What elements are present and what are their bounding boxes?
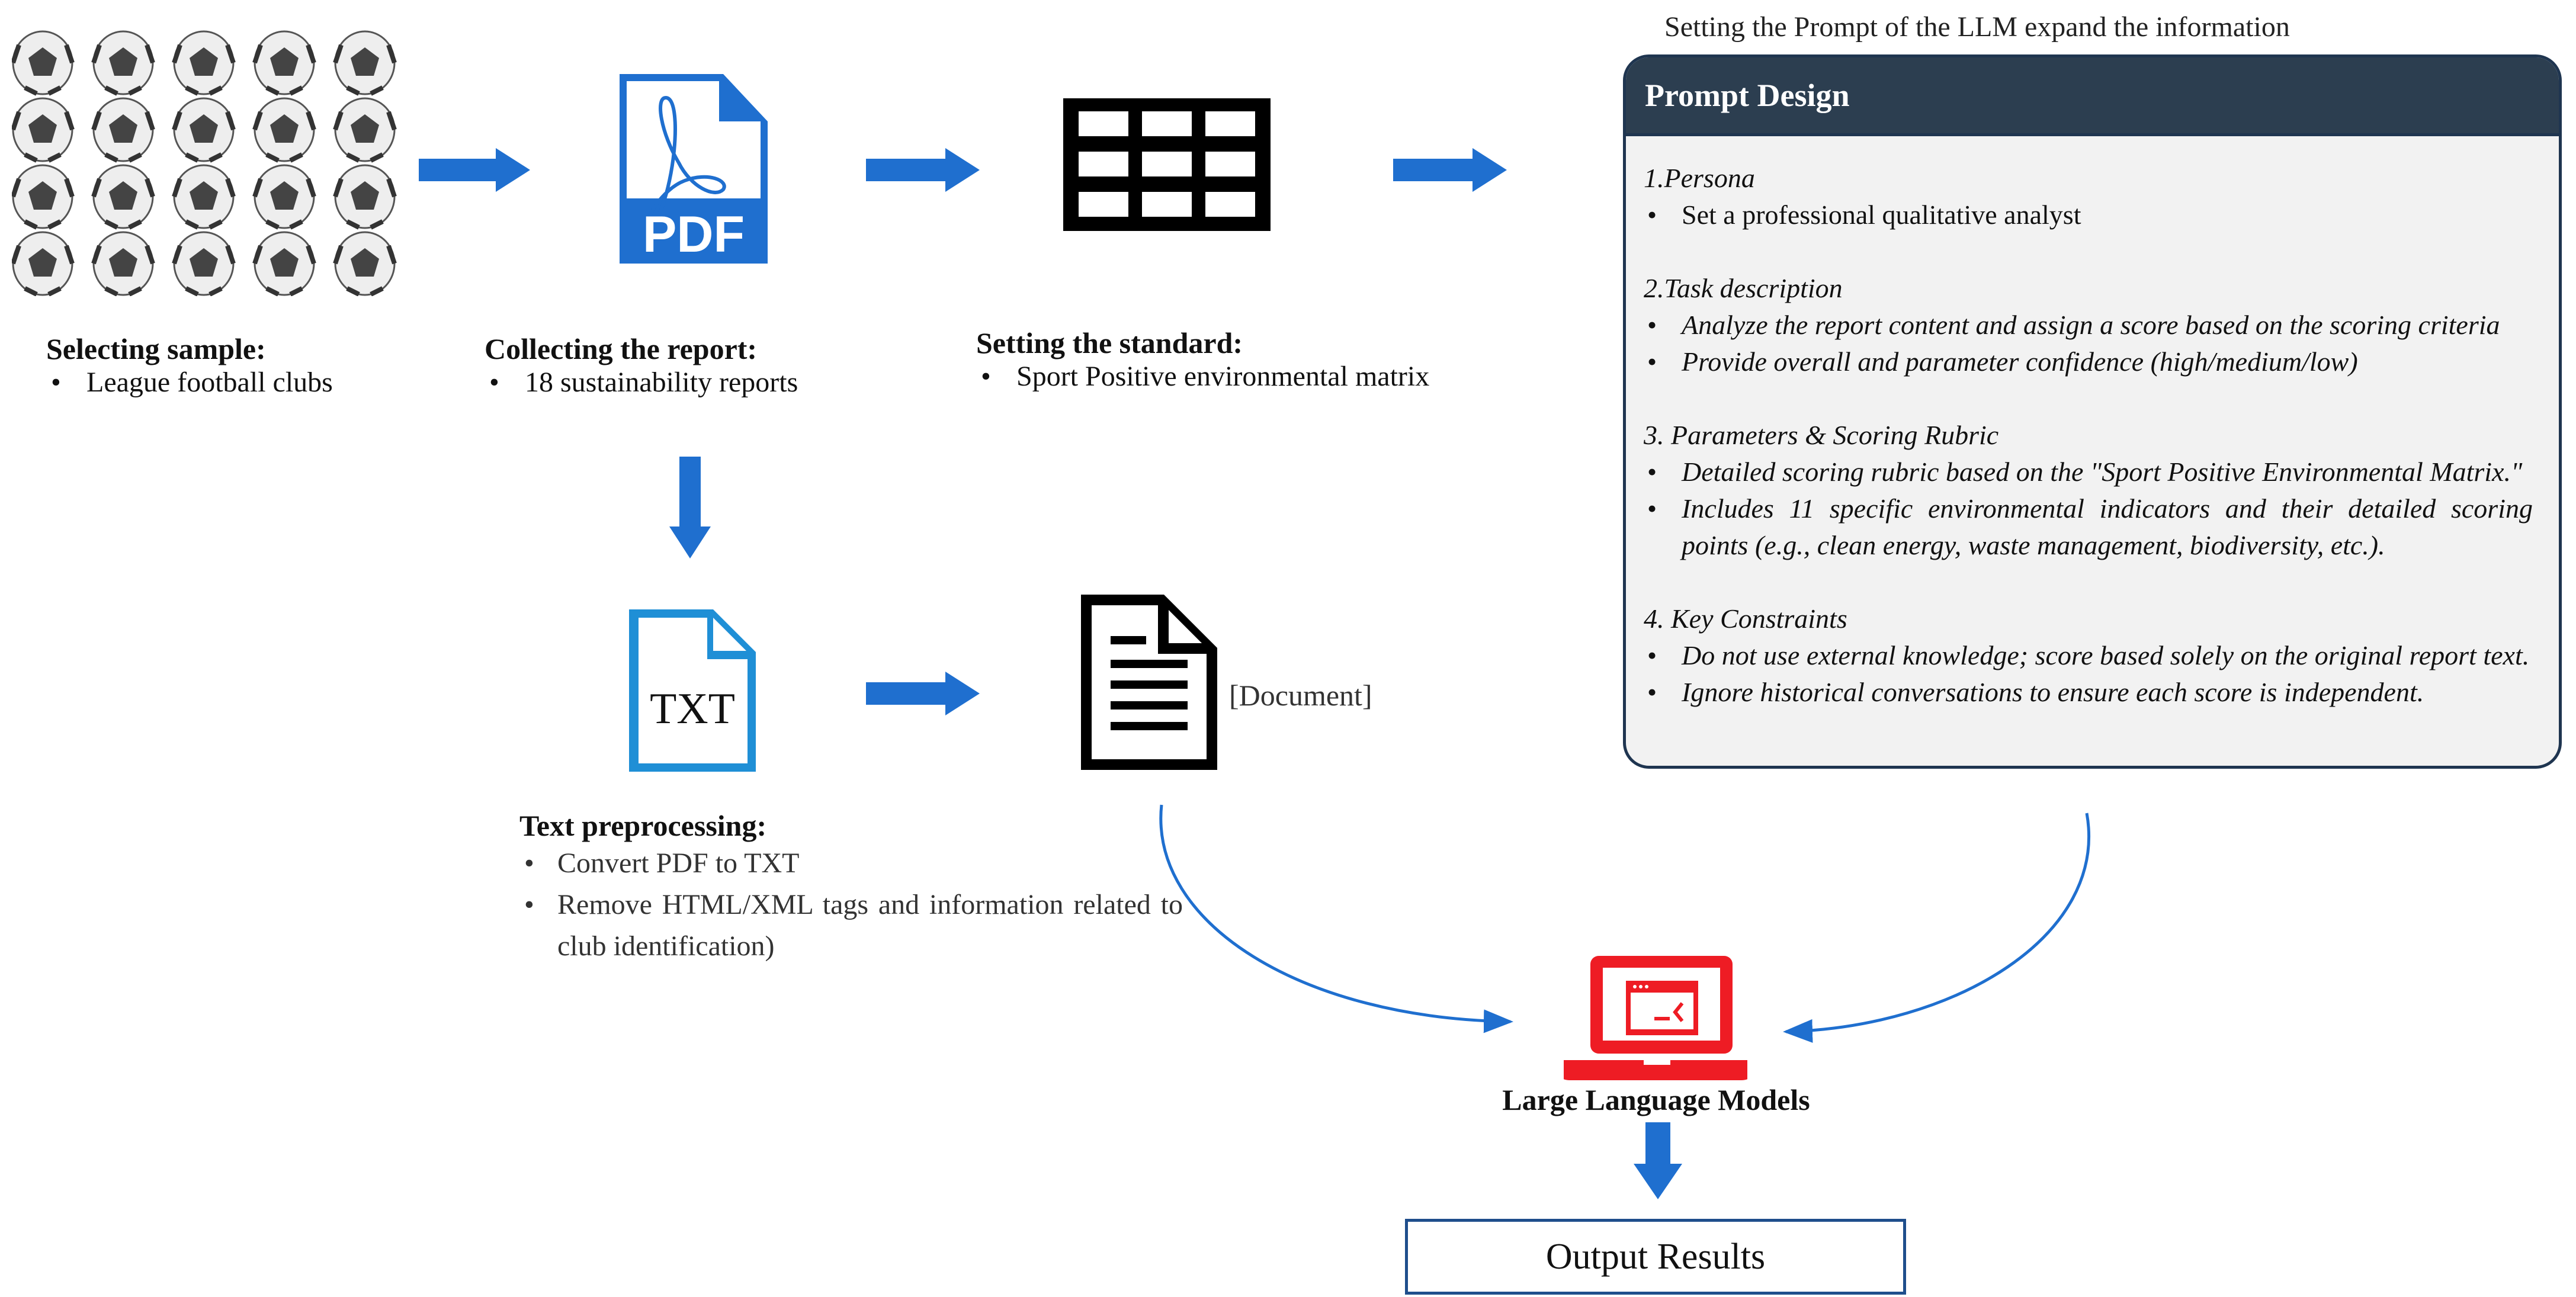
prompt-section: 4. Key Constraints Do not use external k… (1644, 601, 2533, 711)
step-standard: Setting the standard: Sport Positive env… (976, 326, 1429, 393)
soccer-ball-icon (333, 164, 397, 230)
prompt-design-title: Prompt Design (1626, 57, 2559, 136)
prompt-caption: Setting the Prompt of the LLM expand the… (1664, 11, 2290, 43)
soccer-ball-icon (12, 97, 75, 163)
soccer-ball-icon (91, 30, 155, 96)
section-bullet: Ignore historical conversations to ensur… (1644, 674, 2533, 711)
arrow-right-icon (1393, 148, 1507, 192)
document-label: [Document] (1229, 679, 1372, 712)
soccer-ball-icon (252, 164, 316, 230)
pdf-file-icon: PDF (620, 74, 768, 264)
step-bullet: Remove HTML/XML tags and information rel… (519, 884, 1183, 967)
arrow-right-icon (419, 148, 530, 192)
section-bullet: Set a professional qualitative analyst (1644, 197, 2533, 233)
soccer-ball-icon (333, 231, 397, 296)
txt-label: TXT (650, 685, 735, 733)
arrow-right-icon (866, 148, 980, 192)
step-select: Selecting sample: League football clubs (46, 332, 333, 399)
llm-label: Large Language Models (1502, 1083, 1810, 1116)
step-title: Text preprocessing: (519, 809, 767, 842)
section-bullet: Do not use external knowledge; score bas… (1644, 637, 2533, 674)
step-bullet: League football clubs (46, 366, 333, 399)
table-grid-icon (1063, 98, 1271, 231)
soccer-ball-icon (252, 97, 316, 163)
document-icon (1081, 595, 1217, 770)
step-collect: Collecting the report: 18 sustainability… (485, 332, 798, 399)
arrow-right-icon (866, 672, 980, 715)
soccer-ball-icon (12, 30, 75, 96)
soccer-ball-icon (333, 30, 397, 96)
arrow-down-icon (1634, 1122, 1682, 1199)
soccer-ball-icon (172, 231, 236, 296)
step-bullet: Sport Positive environmental matrix (976, 360, 1429, 393)
connector-prompt-to-llm (1783, 813, 2091, 1043)
laptop-terminal-icon (1564, 956, 1747, 1080)
soccer-ball-icon (333, 97, 397, 163)
section-heading: 4. Key Constraints (1644, 603, 1847, 634)
section-heading: 2.Task description (1644, 273, 1843, 303)
step-title: Setting the standard: (976, 326, 1243, 359)
soccer-ball-icon (91, 164, 155, 230)
prompt-design-box: Prompt Design 1.Persona Set a profession… (1623, 54, 2562, 769)
soccer-balls-grid (12, 30, 397, 296)
prompt-section: 1.Persona Set a professional qualitative… (1644, 160, 2533, 233)
step-title: Collecting the report: (485, 332, 758, 365)
prompt-section: 2.Task description Analyze the report co… (1644, 270, 2533, 380)
step-bullet: 18 sustainability reports (485, 366, 798, 399)
soccer-ball-icon (12, 231, 75, 296)
soccer-ball-icon (91, 97, 155, 163)
step-bullet: Convert PDF to TXT (519, 843, 1183, 884)
pdf-label: PDF (643, 206, 745, 263)
step-preprocess: Text preprocessing: Convert PDF to TXT R… (519, 808, 1183, 967)
txt-file-icon: TXT (629, 609, 756, 772)
soccer-ball-icon (12, 164, 75, 230)
output-results-box: Output Results (1405, 1219, 1906, 1295)
section-bullet: Provide overall and parameter confidence… (1644, 343, 2533, 380)
soccer-ball-icon (172, 164, 236, 230)
soccer-ball-icon (172, 30, 236, 96)
soccer-ball-icon (252, 30, 316, 96)
soccer-ball-icon (172, 97, 236, 163)
soccer-ball-icon (91, 231, 155, 296)
section-bullet: Detailed scoring rubric based on the "Sp… (1644, 454, 2533, 490)
arrow-down-icon (669, 457, 711, 558)
connector-document-to-llm (1159, 804, 1513, 1033)
step-title: Selecting sample: (46, 332, 266, 365)
soccer-ball-icon (252, 231, 316, 296)
prompt-section: 3. Parameters & Scoring Rubric Detailed … (1644, 417, 2533, 564)
section-bullet: Analyze the report content and assign a … (1644, 307, 2533, 343)
section-bullet: Includes 11 specific environmental indic… (1644, 490, 2533, 564)
section-heading: 1.Persona (1644, 163, 1755, 193)
section-heading: 3. Parameters & Scoring Rubric (1644, 420, 1999, 450)
